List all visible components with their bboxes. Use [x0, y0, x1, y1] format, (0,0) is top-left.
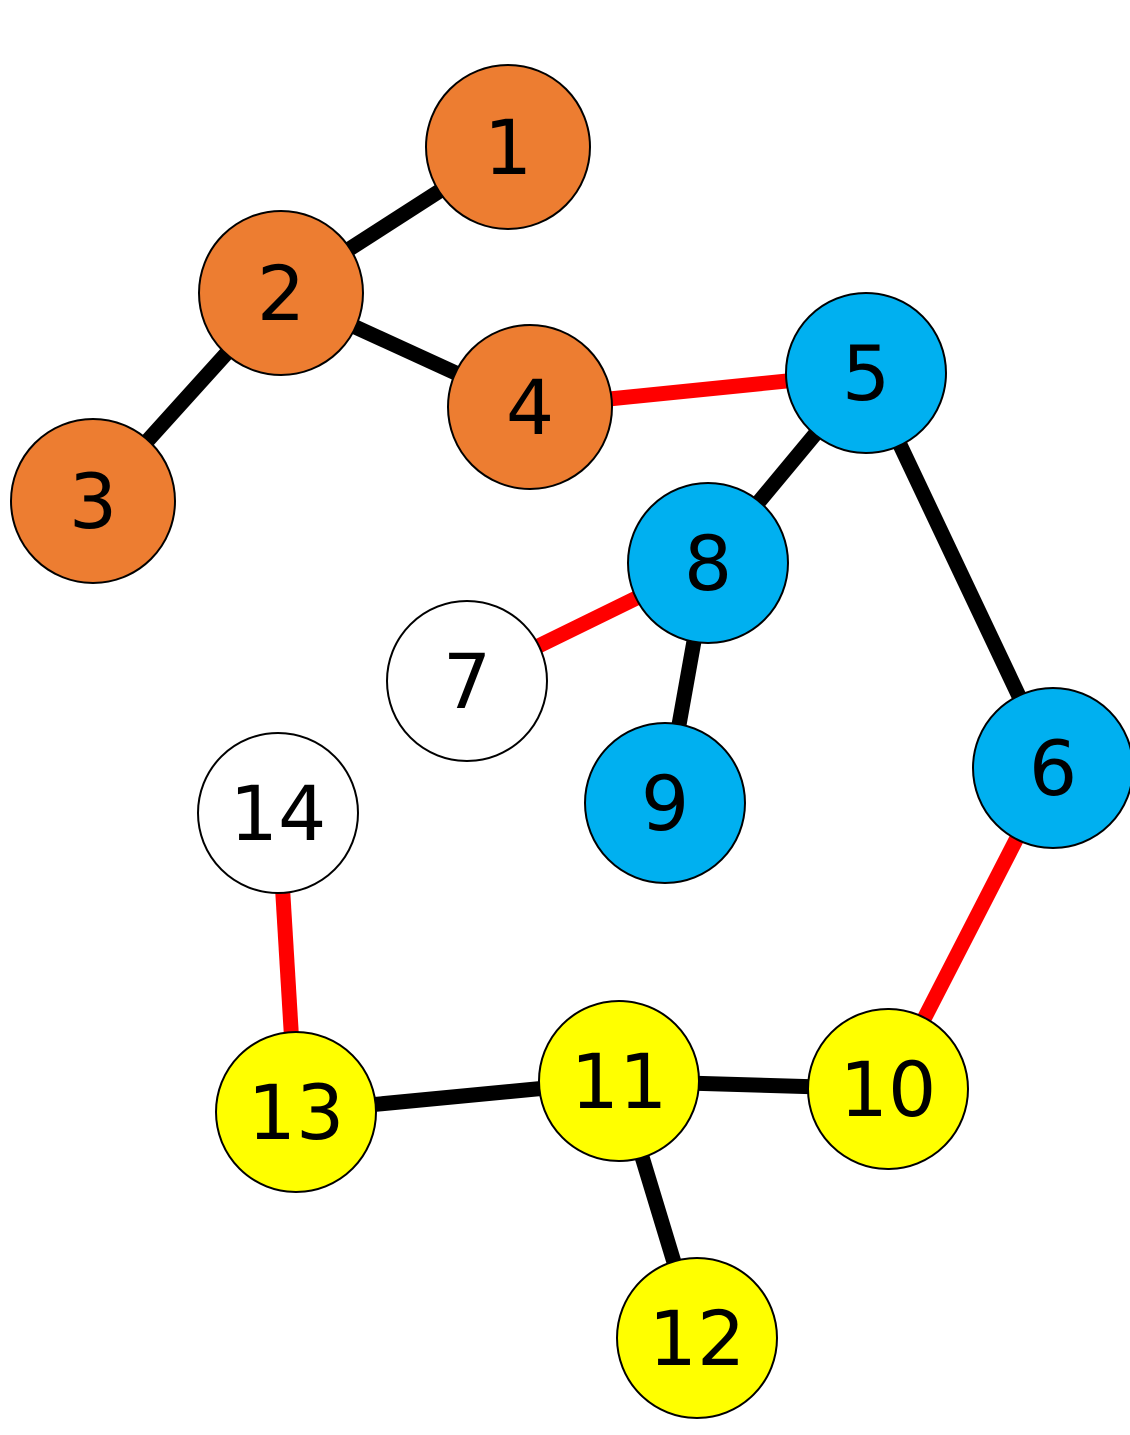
node-label-2: 2	[257, 249, 305, 338]
node-circle-3	[10, 418, 176, 584]
node-circle-7	[386, 600, 548, 762]
node-label-12: 12	[649, 1294, 746, 1383]
node-label-6: 6	[1029, 724, 1077, 813]
node-circle-9	[584, 722, 746, 884]
node-label-11: 11	[571, 1037, 668, 1126]
node-circle-5	[785, 292, 947, 454]
node-label-7: 7	[443, 637, 491, 726]
node-label-10: 10	[840, 1045, 937, 1134]
node-4: 4	[447, 324, 613, 490]
node-label-8: 8	[684, 519, 732, 608]
node-circle-14	[197, 732, 359, 894]
node-5: 5	[785, 292, 947, 454]
node-label-9: 9	[641, 759, 689, 848]
node-circle-2	[198, 210, 364, 376]
node-circle-8	[627, 482, 789, 644]
node-label-14: 14	[230, 769, 327, 858]
node-circle-13	[215, 1031, 377, 1193]
node-circle-1	[425, 64, 591, 230]
node-11: 11	[538, 1000, 700, 1162]
node-3: 3	[10, 418, 176, 584]
node-9: 9	[584, 722, 746, 884]
node-circle-12	[616, 1257, 778, 1419]
node-circle-6	[972, 687, 1130, 849]
node-label-5: 5	[842, 329, 890, 418]
node-1: 1	[425, 64, 591, 230]
node-circle-11	[538, 1000, 700, 1162]
node-12: 12	[616, 1257, 778, 1419]
node-label-3: 3	[69, 457, 117, 546]
node-label-13: 13	[248, 1068, 345, 1157]
node-10: 10	[807, 1008, 969, 1170]
node-circle-10	[807, 1008, 969, 1170]
node-14: 14	[197, 732, 359, 894]
node-label-4: 4	[506, 363, 554, 452]
node-8: 8	[627, 482, 789, 644]
node-13: 13	[215, 1031, 377, 1193]
node-2: 2	[198, 210, 364, 376]
node-6: 6	[972, 687, 1130, 849]
node-circle-4	[447, 324, 613, 490]
node-7: 7	[386, 600, 548, 762]
node-label-1: 1	[484, 103, 532, 192]
